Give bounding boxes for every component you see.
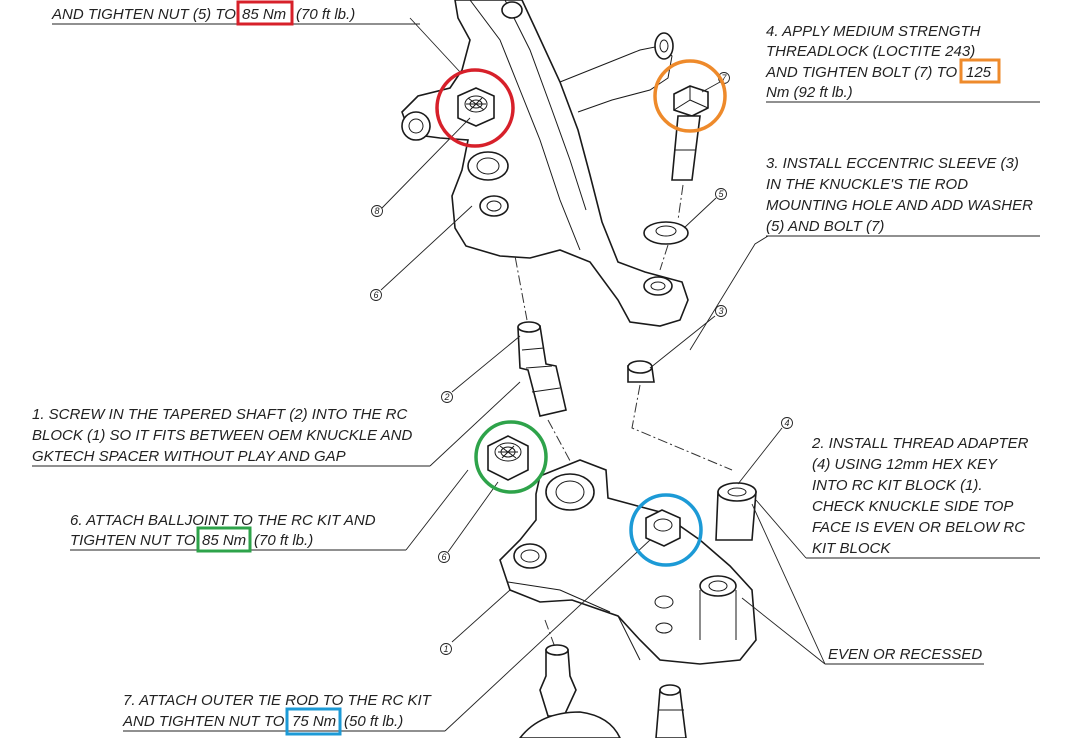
leader-3 [649, 315, 716, 369]
svg-text:6: 6 [441, 552, 446, 562]
note-top: AND TIGHTEN NUT (5) TO 85 Nm (70 ft lb.) [51, 0, 420, 26]
svg-text:IN THE KNUCKLE'S TIE ROD: IN THE KNUCKLE'S TIE ROD [766, 176, 968, 193]
callout-2: 2 [441, 391, 453, 403]
svg-text:7: 7 [721, 73, 727, 83]
svg-text:(70 ft lb.): (70 ft lb.) [296, 6, 355, 23]
note-6: 6. ATTACH BALLJOINT TO THE RC KIT AND TI… [70, 512, 406, 553]
leader-2 [451, 335, 521, 393]
callout-8: 8 [371, 205, 383, 217]
tapered-shaft-2 [517, 321, 567, 417]
svg-text:(4) USING 12mm HEX KEY: (4) USING 12mm HEX KEY [812, 456, 998, 473]
svg-text:CHECK KNUCKLE SIDE TOP: CHECK KNUCKLE SIDE TOP [812, 498, 1013, 515]
leader-5 [683, 197, 717, 229]
callout-4: 4 [781, 417, 793, 429]
svg-text:85 Nm: 85 Nm [242, 6, 286, 23]
svg-text:3. INSTALL ECCENTRIC SLEEVE (3: 3. INSTALL ECCENTRIC SLEEVE (3) [766, 155, 1019, 172]
svg-text:8: 8 [374, 206, 379, 216]
leader-top-note [409, 17, 461, 73]
callout-5: 5 [715, 188, 727, 200]
svg-text:7. ATTACH OUTER TIE ROD TO TH: 7. ATTACH OUTER TIE ROD TO THE RC KIT [123, 692, 433, 709]
lower-balljoint-stud [518, 644, 621, 738]
svg-text:5: 5 [718, 189, 724, 199]
svg-text:1. SCREW IN THE TAPERED SHAFT: 1. SCREW IN THE TAPERED SHAFT (2) INTO T… [32, 406, 407, 423]
leader-note2 [755, 499, 807, 559]
note-7: 7. ATTACH OUTER TIE ROD TO THE RC KIT AN… [122, 692, 445, 736]
svg-text:2: 2 [443, 392, 449, 402]
leader-1 [451, 589, 511, 643]
washer-5 [643, 221, 689, 245]
svg-text:3: 3 [718, 306, 723, 316]
note-1: 1. SCREW IN THE TAPERED SHAFT (2) INTO T… [32, 406, 430, 467]
callout-3: 3 [715, 305, 727, 317]
svg-text:FACE IS EVEN OR BELOW RC: FACE IS EVEN OR BELOW RC [812, 519, 1025, 536]
svg-text:(5) AND BOLT (7): (5) AND BOLT (7) [766, 218, 884, 235]
highlight-circle-blue [629, 493, 703, 567]
torque-box-red [236, 0, 294, 26]
callout-6-bottom: 6 [438, 551, 450, 563]
leader-8 [381, 117, 471, 209]
leader-6-bottom [447, 481, 499, 553]
leader-6-top [380, 205, 473, 291]
svg-text:85 Nm: 85 Nm [202, 532, 246, 549]
centerline-washer-to-sleeve [659, 244, 669, 271]
svg-text:BLOCK (1) SO IT FITS BETWEEN O: BLOCK (1) SO IT FITS BETWEEN OEM KNUCKLE… [32, 427, 412, 444]
svg-text:75 Nm: 75 Nm [292, 713, 336, 730]
bolt-7 [671, 85, 709, 181]
svg-text:(70 ft lb.): (70 ft lb.) [254, 532, 313, 549]
svg-text:4: 4 [784, 418, 789, 428]
note-2: 2. INSTALL THREAD ADAPTER (4) USING 12mm… [806, 435, 1040, 559]
svg-text:6: 6 [373, 290, 378, 300]
highlight-circle-red [435, 68, 515, 148]
lower-tie-rod-stud [655, 684, 687, 738]
leader-note3 [689, 235, 769, 351]
leader-even-1 [751, 503, 826, 665]
svg-text:INTO RC KIT BLOCK (1).: INTO RC KIT BLOCK (1). [812, 477, 983, 494]
leader-4 [737, 427, 783, 485]
steering-knuckle [401, 0, 689, 327]
svg-text:TIGHTEN NUT TO: TIGHTEN NUT TO [70, 532, 196, 549]
torque-box-blue [285, 707, 342, 736]
centerline-sleeve-to-adapter [631, 384, 733, 471]
note-3: 3. INSTALL ECCENTRIC SLEEVE (3) IN THE K… [766, 155, 1040, 237]
torque-box-green [196, 526, 252, 553]
eccentric-sleeve-3 [627, 360, 655, 383]
svg-text:6. ATTACH BALLJOINT TO THE RC: 6. ATTACH BALLJOINT TO THE RC KIT AND [70, 512, 376, 529]
svg-text:MOUNTING HOLE AND ADD WASHER: MOUNTING HOLE AND ADD WASHER [766, 197, 1033, 214]
svg-text:AND TIGHTEN NUT (5) TO: AND TIGHTEN NUT (5) TO [51, 6, 236, 23]
leader-note7 [444, 539, 651, 732]
note-4: 4. APPLY MEDIUM STRENGTH THREADLOCK (LOC… [765, 23, 1040, 103]
svg-text:(50 ft lb.): (50 ft lb.) [344, 713, 403, 730]
svg-text:EVEN OR RECESSED: EVEN OR RECESSED [828, 646, 982, 663]
rc-kit-block-1 [499, 459, 757, 665]
svg-text:Nm (92 ft lb.): Nm (92 ft lb.) [766, 84, 853, 101]
svg-text:2. INSTALL THREAD ADAPTER: 2. INSTALL THREAD ADAPTER [811, 435, 1029, 452]
svg-text:GKTECH SPACER WITHOUT PLAY AND: GKTECH SPACER WITHOUT PLAY AND GAP [32, 448, 346, 465]
note-even-recessed: EVEN OR RECESSED [825, 646, 984, 665]
svg-text:1: 1 [443, 644, 448, 654]
highlight-circle-orange [653, 59, 727, 133]
centerline-shaft-to-block [547, 419, 576, 471]
centerline-bolt-to-washer [677, 184, 684, 221]
callout-6-top: 6 [370, 289, 382, 301]
svg-text:KIT BLOCK: KIT BLOCK [812, 540, 891, 557]
svg-text:AND TIGHTEN BOLT (7) TO: AND TIGHTEN BOLT (7) TO [765, 64, 957, 81]
leader-note6 [405, 469, 469, 551]
torque-box-orange [959, 58, 1001, 84]
svg-text:4. APPLY MEDIUM STRENGTH: 4. APPLY MEDIUM STRENGTH [766, 23, 981, 40]
thread-adapter-4 [715, 482, 757, 541]
callout-1: 1 [440, 643, 452, 655]
leader-even-2 [741, 597, 826, 665]
svg-text:125: 125 [966, 64, 992, 81]
balljoint-nut-6 [487, 435, 529, 481]
svg-text:THREADLOCK (LOCTITE 243): THREADLOCK (LOCTITE 243) [766, 43, 975, 60]
leader-note1 [429, 381, 521, 467]
highlight-circle-green [474, 420, 548, 494]
leader-7 [701, 81, 721, 93]
svg-text:AND TIGHTEN NUT TO: AND TIGHTEN NUT TO [122, 713, 285, 730]
